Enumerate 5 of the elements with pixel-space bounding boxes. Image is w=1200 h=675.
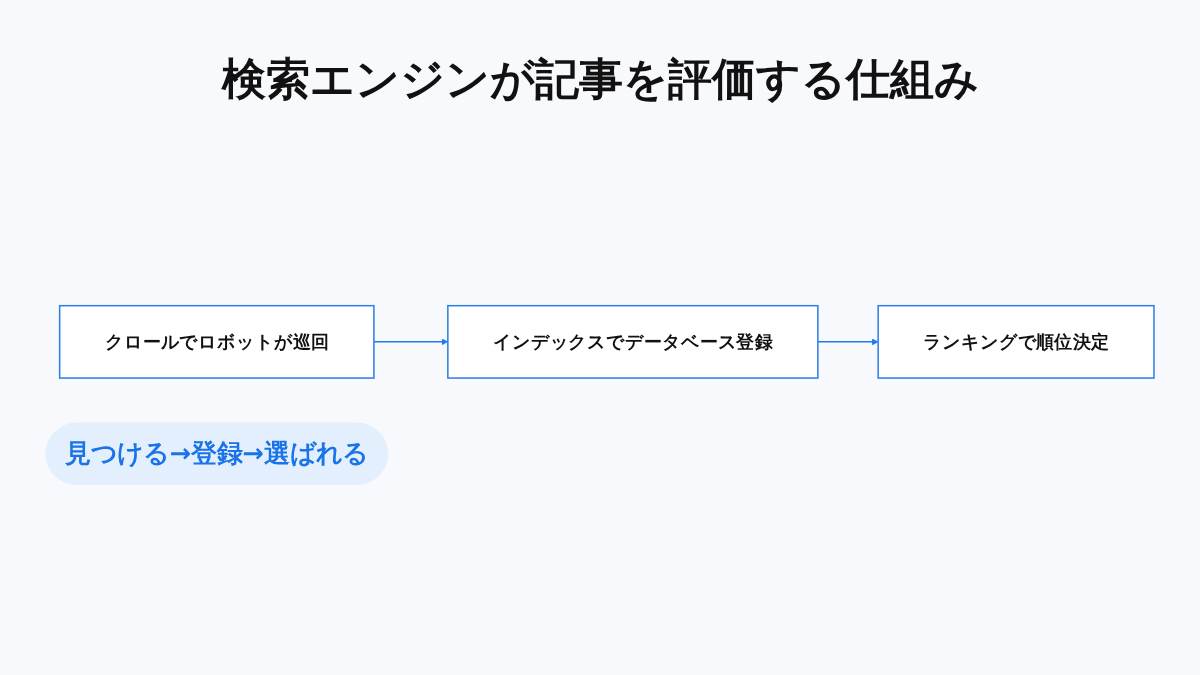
node-box: クロールでロボットが巡回 bbox=[58, 304, 375, 379]
title: 検索エンジンが記事を評価する仕組み bbox=[221, 52, 979, 106]
arrow bbox=[817, 338, 879, 346]
node-box: ランキングで順位決定 bbox=[877, 304, 1155, 379]
node-box: インデックスでデータベース登録 bbox=[447, 304, 819, 379]
